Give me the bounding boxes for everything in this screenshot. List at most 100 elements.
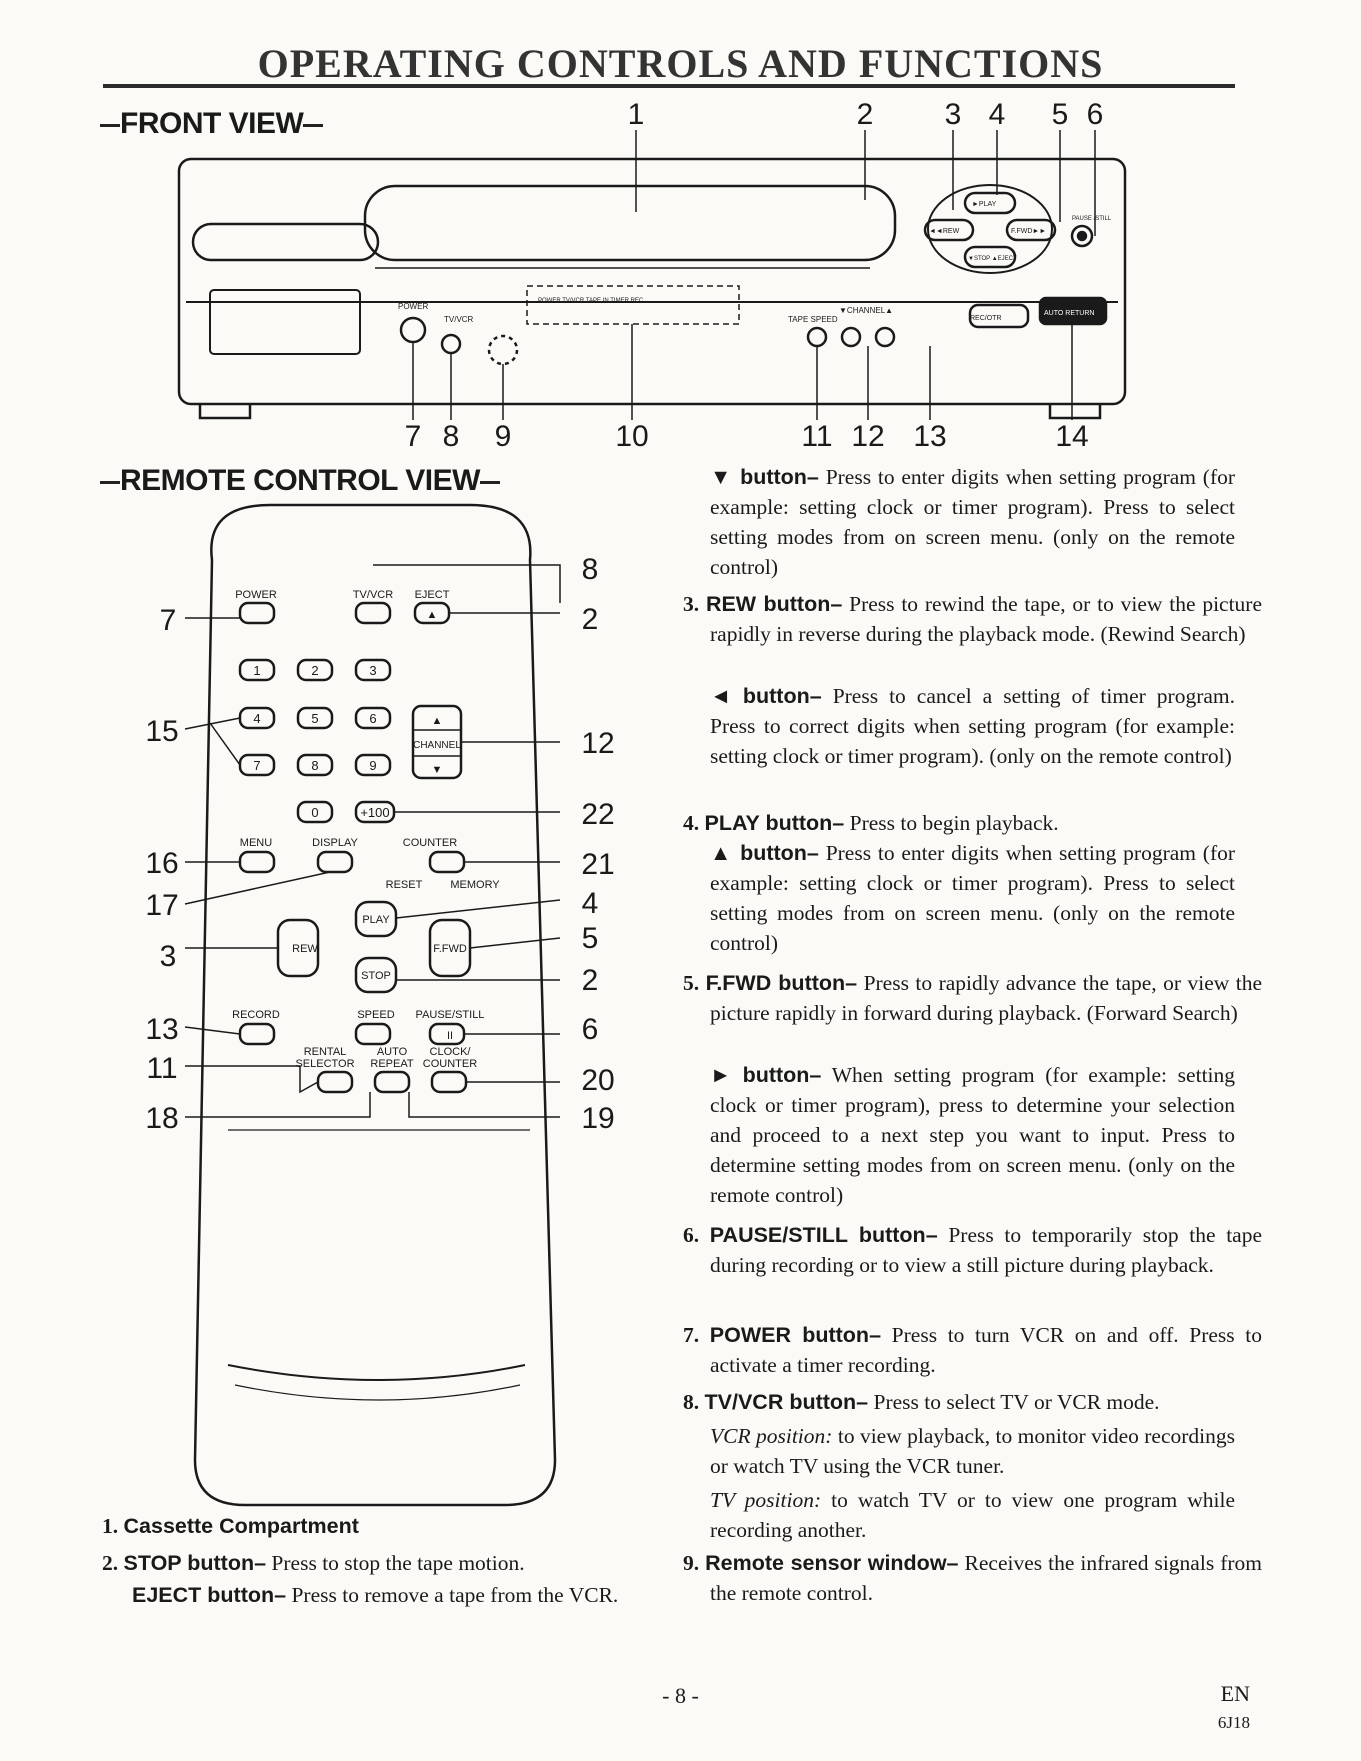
remote-callout-6: 6	[581, 1013, 599, 1046]
item-term: ▲ button–	[710, 841, 819, 865]
remote-control-drawing: 1 2 3 4 5 6 7 8 9 0 +100 ▲ CHANNEL ▼ ▲ I…	[184, 503, 561, 1507]
remote-channel-label: CHANNEL	[413, 740, 461, 751]
front-callout-14: 14	[1055, 420, 1089, 453]
remote-menu-label: MENU	[240, 837, 272, 849]
item-term: TV/VCR button–	[704, 1390, 869, 1414]
vcr-rew-label: ◄◄REW	[929, 228, 960, 235]
remote-eject-label: EJECT	[415, 589, 450, 601]
vcr-stop-label: ▼STOP ▲EJECT	[968, 256, 1017, 262]
indicator-area	[526, 285, 740, 325]
remote-body	[193, 503, 557, 1507]
remote-tvvcr-label: TV/VCR	[353, 589, 393, 601]
remote-record-label: RECORD	[232, 1009, 280, 1021]
remote-play-label: PLAY	[362, 914, 390, 926]
vcr-auto-return-label: AUTO RETURN	[1044, 310, 1094, 317]
remote-callout-5: 5	[581, 922, 599, 955]
item-text: Press to enter digits when setting progr…	[710, 465, 1236, 579]
vcr-tape-speed-label: TAPE SPEED	[788, 315, 838, 324]
transport-ring	[927, 184, 1053, 274]
item-5: 5. F.FWD button– Press to rapidly advanc…	[683, 968, 1262, 1028]
remote-view-heading: REMOTE CONTROL VIEW	[100, 464, 500, 498]
remote-pause-key: II	[447, 1030, 453, 1042]
item-text: Press to enter digits when setting progr…	[710, 841, 1236, 955]
item-text: Press to rewind the tape, or to view the…	[710, 592, 1263, 646]
remote-callout-15: 15	[145, 715, 179, 748]
vcr-display-window	[363, 184, 897, 262]
page-title: OPERATING CONTROLS AND FUNCTIONS	[257, 41, 1104, 86]
remote-ffwd-label: F.FWD	[433, 943, 467, 955]
item-1: 1. Cassette Compartment	[102, 1511, 662, 1541]
heading-dash-right	[303, 123, 324, 127]
remote-key-6: 6	[369, 711, 376, 726]
item-label: TV position:	[710, 1488, 822, 1512]
vcr-power-label: POWER	[398, 302, 428, 311]
item-term: ▼ button–	[710, 465, 819, 489]
item-text: Receives the infrared signals from the r…	[710, 1551, 1262, 1605]
item-text: Press to begin playback.	[849, 811, 1059, 835]
remote-counter2-label: COUNTER	[423, 1058, 477, 1070]
remote-key-8: 8	[311, 758, 318, 773]
front-callout-6: 6	[1086, 98, 1104, 131]
remote-channel-down: ▼	[432, 764, 443, 776]
remote-callout-19: 19	[581, 1102, 615, 1135]
item-number: 8.	[683, 1390, 700, 1414]
item-down-button: ▼ button– Press to enter digits when set…	[710, 462, 1235, 582]
item-number: 7.	[683, 1323, 700, 1347]
channel-down-button	[840, 326, 862, 348]
front-callout-13: 13	[913, 420, 947, 453]
remote-callout-11: 11	[146, 1052, 178, 1085]
vcr-front-drawing: POWER TV/VCR POWER TV/VCR TAPE IN TIMER …	[177, 130, 1127, 420]
item-term: F.FWD button–	[705, 971, 858, 995]
vcr-indicators-label: POWER TV/VCR TAPE IN TIMER REC	[538, 298, 644, 304]
item-term: PAUSE/STILL button–	[709, 1223, 938, 1247]
remote-counter-label: COUNTER	[403, 837, 457, 849]
item-text: Press to turn VCR on and off. Press to a…	[710, 1323, 1263, 1377]
item-text: Press to temporarily stop the tape durin…	[710, 1223, 1262, 1277]
front-callout-10: 10	[615, 420, 649, 453]
item-term: ◄ button–	[710, 684, 822, 708]
item-4: 4. PLAY button– Press to begin playback.	[683, 808, 1262, 838]
remote-memory-label: MEMORY	[450, 879, 500, 891]
remote-key-0: 0	[311, 805, 318, 820]
remote-key-1: 1	[253, 663, 260, 678]
item-text: When setting program (for example: setti…	[710, 1063, 1236, 1207]
item-number: 3.	[683, 592, 700, 616]
front-callout-4: 4	[988, 98, 1006, 131]
item-number: 4.	[683, 811, 700, 835]
footer-code: 6J18	[1217, 1713, 1250, 1732]
item-text: to watch TV or to view one program while…	[710, 1488, 1235, 1542]
auto-return-button	[1038, 296, 1108, 326]
front-view-heading: FRONT VIEW	[100, 107, 324, 141]
item-3: 3. REW button– Press to rewind the tape,…	[683, 589, 1262, 649]
item-number: 6.	[683, 1223, 700, 1247]
remote-speed-label: SPEED	[357, 1009, 394, 1021]
remote-callout-2: 2	[581, 603, 599, 636]
remote-auto-label: AUTO	[377, 1046, 408, 1058]
remote-callout-4: 4	[581, 887, 599, 920]
front-callout-2: 2	[856, 98, 874, 131]
item-text: Press to cancel a setting of timer progr…	[710, 684, 1236, 768]
front-callout-3: 3	[944, 98, 962, 131]
item-number: 1.	[102, 1514, 119, 1538]
front-callout-8: 8	[442, 420, 460, 453]
item-number: 2.	[102, 1551, 119, 1575]
vcr-stop-button	[963, 245, 1017, 269]
item-2: 2. STOP button– Press to stop the tape m…	[102, 1548, 662, 1578]
heading-dash-left	[100, 123, 120, 127]
item-up-button: ▲ button– Press to enter digits when set…	[710, 838, 1235, 958]
remote-key-3: 3	[369, 663, 376, 678]
front-callout-12: 12	[851, 420, 885, 453]
vcr-record-label: REC/OTR	[970, 315, 1002, 322]
heading-dash-left	[100, 480, 120, 484]
item-text: Press to stop the tape motion.	[271, 1551, 525, 1575]
item-6: 6. PAUSE/STILL button– Press to temporar…	[683, 1220, 1262, 1280]
remote-key-5: 5	[311, 711, 318, 726]
item-9: 9. Remote sensor window– Receives the in…	[683, 1548, 1262, 1608]
front-callout-9: 9	[494, 420, 512, 453]
item-term: REW button–	[705, 592, 843, 616]
remote-display-label: DISPLAY	[312, 837, 358, 849]
vcr-tvvcr-label: TV/VCR	[444, 315, 474, 324]
record-button	[968, 303, 1030, 329]
remote-rew-label: REW	[292, 943, 318, 955]
front-callout-5: 5	[1051, 98, 1069, 131]
